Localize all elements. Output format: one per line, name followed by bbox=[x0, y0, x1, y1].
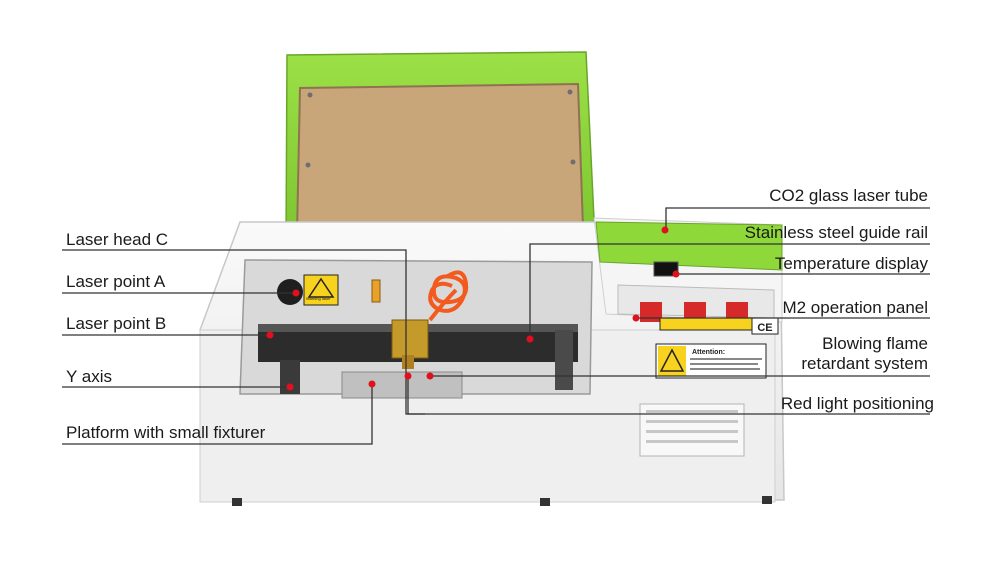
leader-co2-tube bbox=[665, 207, 930, 230]
attention-title: Attention: bbox=[692, 349, 725, 356]
label-operation-panel: M2 operation panel bbox=[782, 298, 928, 317]
leader-lines bbox=[62, 207, 930, 445]
machine-lid bbox=[285, 51, 596, 246]
callout-markers bbox=[266, 226, 680, 391]
leader-guide-rail bbox=[529, 243, 930, 337]
label-co2-tube: CO2 glass laser tube bbox=[769, 186, 928, 205]
leader-red-light bbox=[407, 376, 930, 415]
label-laser-head-c: Laser head C bbox=[66, 230, 169, 249]
label-red-light: Red light positioning bbox=[780, 394, 934, 413]
work-area bbox=[239, 259, 593, 399]
label-blowing-flame-line1: Blowing flame bbox=[822, 334, 928, 353]
label-laser-point-a: Laser point A bbox=[66, 272, 166, 291]
label-temperature-display: Temperature display bbox=[774, 254, 928, 273]
ce-mark: CE bbox=[757, 322, 772, 334]
label-y-axis: Y axis bbox=[66, 367, 112, 386]
label-blowing-flame-line2: retardant system bbox=[801, 354, 928, 373]
label-laser-point-b: Laser point B bbox=[66, 314, 167, 333]
label-platform: Platform with small fixturer bbox=[66, 423, 266, 442]
leader-platform bbox=[62, 384, 373, 445]
label-guide-rail: Stainless steel guide rail bbox=[744, 223, 928, 242]
warning-sticker-text: Warning laser bbox=[306, 296, 331, 301]
control-panel: CE Attention: bbox=[617, 261, 779, 457]
